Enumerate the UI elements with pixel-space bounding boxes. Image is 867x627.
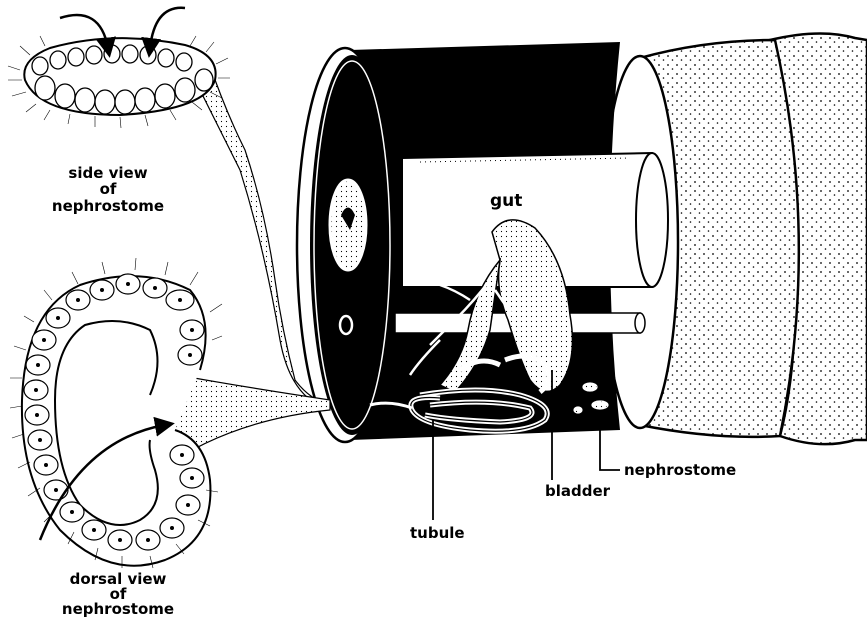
nerve-cord-section [340,316,352,334]
label-dorsal-view-line3: nephrostome [62,600,174,618]
dorsal-view-nephrostome [10,258,330,568]
label-nephrostome: nephrostome [624,461,736,479]
label-bladder: bladder [545,482,611,500]
label-side-view-line3: nephrostome [52,197,164,215]
label-tubule: tubule [410,524,465,542]
label-gut: gut [490,191,522,211]
label-side-view-line2: of [100,180,117,198]
